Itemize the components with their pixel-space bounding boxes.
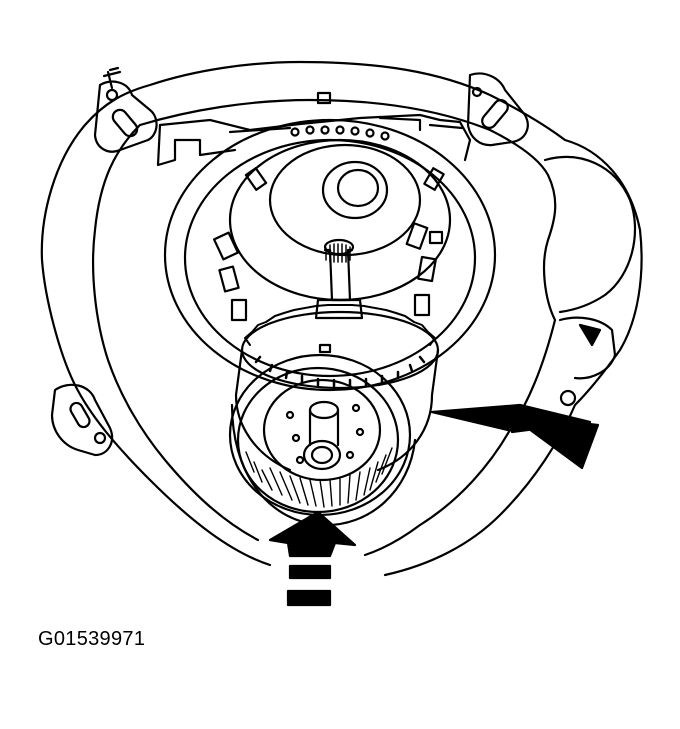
arrow-bottom xyxy=(268,510,357,607)
rear-drum-mid xyxy=(268,143,422,257)
case-right-cavity xyxy=(543,155,637,407)
case-inner-outline xyxy=(91,98,557,557)
case-bore-outer xyxy=(163,118,497,392)
tab-upper-right xyxy=(428,230,444,245)
tab-top xyxy=(316,91,332,105)
bore-holes xyxy=(290,125,390,141)
case-outer-outline xyxy=(40,60,643,577)
figure-caption: G01539971 xyxy=(38,628,146,650)
hub-holes xyxy=(285,403,365,465)
bolt-boss-right xyxy=(466,72,529,147)
shaft-stub xyxy=(302,400,342,471)
bolt-boss-lower-left xyxy=(50,383,114,457)
hub-plate xyxy=(262,378,382,482)
rear-drum-hub xyxy=(321,160,389,220)
valve-body-upper xyxy=(156,113,472,167)
arrow-right xyxy=(430,403,600,470)
rear-drum-hub-inner xyxy=(336,168,380,208)
valve-body-slots xyxy=(228,116,464,134)
bolt-boss-left xyxy=(93,66,158,153)
clutch-tabs xyxy=(213,167,445,322)
ring-gear-teeth xyxy=(245,447,393,508)
